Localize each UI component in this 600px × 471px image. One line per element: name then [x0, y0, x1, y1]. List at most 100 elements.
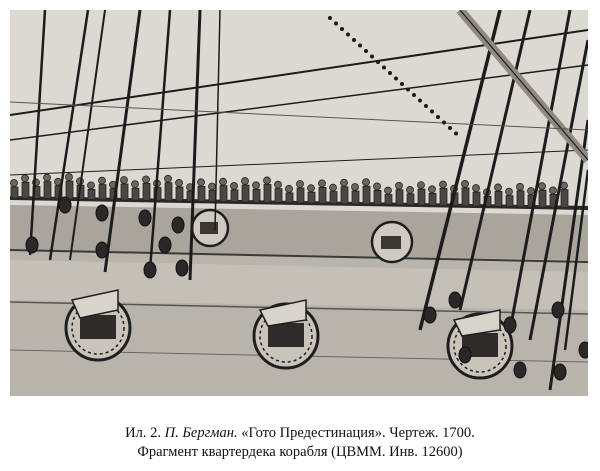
shroud-line [418, 10, 502, 331]
stay-bead [346, 32, 350, 37]
stay-bead [430, 109, 434, 114]
ship-drawing [10, 10, 588, 396]
crew-body [285, 192, 294, 204]
crew-head [241, 177, 249, 185]
crew-figures [10, 173, 569, 208]
crew-head [219, 177, 227, 186]
caption-line-2: Фрагмент квартердека корабля (ЦВММ. Инв.… [137, 444, 463, 460]
crew-body [296, 187, 305, 204]
crew-body [164, 182, 173, 202]
yard-spar-edge [459, 10, 588, 161]
crew-head [296, 180, 304, 188]
crew-body [461, 187, 470, 207]
crew-body [538, 189, 547, 208]
crew-body [252, 188, 261, 203]
crew-head [43, 173, 51, 182]
crew-head [505, 187, 513, 196]
crew-body [21, 181, 30, 199]
deadeye-block [423, 306, 437, 324]
crew-body [362, 185, 371, 205]
crew-head [373, 182, 381, 191]
crew-body [329, 191, 338, 204]
deadeye-block [95, 204, 109, 222]
crew-body [263, 184, 272, 203]
shroud-line [28, 10, 47, 256]
deadeye-block [58, 196, 72, 214]
rigging-blocks [25, 196, 588, 381]
crew-body [384, 194, 393, 205]
crew-head [87, 181, 95, 190]
crew-head [252, 181, 260, 190]
crew-body [230, 189, 239, 203]
crew-body [241, 184, 250, 203]
stay-bead [382, 65, 386, 70]
crew-head [439, 180, 447, 189]
crew-head [549, 186, 557, 195]
caption-figure-number: Ил. 2. [125, 425, 162, 441]
shroud-line [458, 10, 532, 311]
deadeye-block [95, 241, 109, 259]
figure-caption: Ил. 2. П. Бергман. «Гото Предестинация».… [0, 424, 600, 462]
stay-bead [424, 104, 428, 108]
crew-head [98, 176, 106, 185]
crew-head [131, 180, 139, 189]
crew-head [527, 187, 535, 195]
crew-body [439, 188, 448, 206]
shroud-line [563, 169, 588, 351]
deadeye-block [578, 341, 588, 359]
stay-bead [370, 54, 374, 59]
crew-body [274, 188, 283, 204]
crew-body [560, 189, 569, 208]
shroud-line [69, 10, 106, 261]
stay-bead [406, 87, 410, 92]
crew-body [43, 181, 52, 200]
stay-bead [328, 16, 332, 20]
shroud-line [508, 10, 572, 331]
stay-bead [364, 49, 368, 53]
crew-body [87, 189, 96, 200]
crew-head [285, 184, 293, 193]
crew-head [494, 183, 502, 192]
crew-head [307, 184, 315, 193]
stay-line [10, 149, 588, 176]
crew-body [417, 188, 426, 206]
stay-bead [454, 131, 458, 136]
crew-body [395, 189, 404, 206]
crew-body [516, 190, 525, 208]
crew-body [10, 186, 19, 199]
stay-bead [334, 21, 338, 26]
crew-body [318, 186, 327, 204]
crew-head [461, 179, 469, 188]
deadeye-block [143, 261, 157, 279]
crew-head [120, 176, 128, 184]
crew-body [65, 180, 74, 200]
crew-head [274, 180, 282, 189]
crew-head [351, 183, 359, 191]
gunport-lower-2 [252, 299, 320, 370]
crew-body [307, 191, 316, 204]
stay-bead [442, 120, 446, 125]
stay-bead [394, 76, 398, 81]
stay-bead [436, 115, 440, 119]
shroud-line [188, 10, 202, 281]
stay-line [10, 101, 588, 131]
crew-head [538, 182, 546, 191]
crew-body [120, 183, 129, 201]
shroud-line [103, 10, 142, 273]
crew-body [351, 190, 360, 205]
crew-head [428, 185, 436, 194]
crew-body [505, 195, 514, 208]
crew-head [208, 182, 216, 191]
deadeye-block [25, 236, 39, 254]
gunport-upper-1 [190, 208, 230, 248]
deadeye-block [171, 216, 185, 234]
crew-body [219, 185, 228, 203]
crew-body [142, 182, 151, 201]
rigging-lines [10, 10, 588, 391]
deadeye-block [138, 209, 152, 227]
stay-bead [412, 93, 416, 97]
stay-bead [358, 43, 362, 48]
deadeye-block [175, 259, 189, 277]
deadeye-block [503, 316, 517, 334]
crew-head [395, 181, 403, 190]
